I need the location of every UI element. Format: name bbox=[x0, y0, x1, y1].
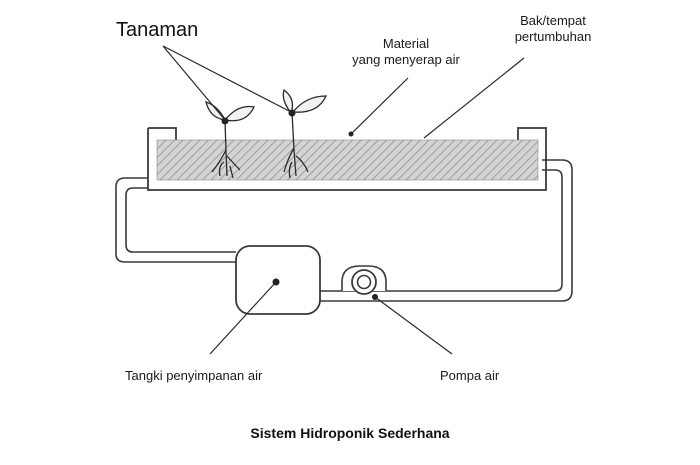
plant-2 bbox=[282, 88, 328, 179]
label-material: Material yang menyerap air bbox=[340, 36, 472, 69]
label-material-line2: yang menyerap air bbox=[352, 52, 460, 68]
diagram-caption: Sistem Hidroponik Sederhana bbox=[250, 425, 450, 441]
leader-pump bbox=[374, 296, 453, 355]
label-plants: Tanaman bbox=[116, 19, 199, 41]
label-pump: Pompa air bbox=[440, 368, 500, 383]
plant-1 bbox=[205, 101, 255, 179]
leader-lines bbox=[162, 45, 525, 355]
leader-tank bbox=[423, 57, 525, 139]
material-dot bbox=[348, 131, 354, 137]
leader-material bbox=[350, 77, 409, 135]
pump-inner bbox=[356, 274, 372, 290]
plant-2-dot bbox=[288, 109, 296, 117]
label-tank-line2: pertumbuhan bbox=[514, 29, 592, 45]
label-storage-tank: Tangki penyimpanan air bbox=[125, 368, 263, 383]
growing-tray bbox=[147, 127, 547, 191]
pipe-loop bbox=[115, 159, 573, 302]
leader-plants-2 bbox=[162, 45, 292, 113]
leader-storage bbox=[209, 281, 277, 355]
plant-1-dot bbox=[221, 117, 229, 125]
label-tank-line1: Bak/tempat bbox=[520, 13, 586, 28]
leader-plants-1 bbox=[162, 45, 226, 121]
label-material-line1: Material bbox=[382, 36, 430, 51]
label-growing-tray: Bak/tempat pertumbuhan bbox=[498, 13, 608, 46]
absorbent-material bbox=[156, 139, 539, 181]
